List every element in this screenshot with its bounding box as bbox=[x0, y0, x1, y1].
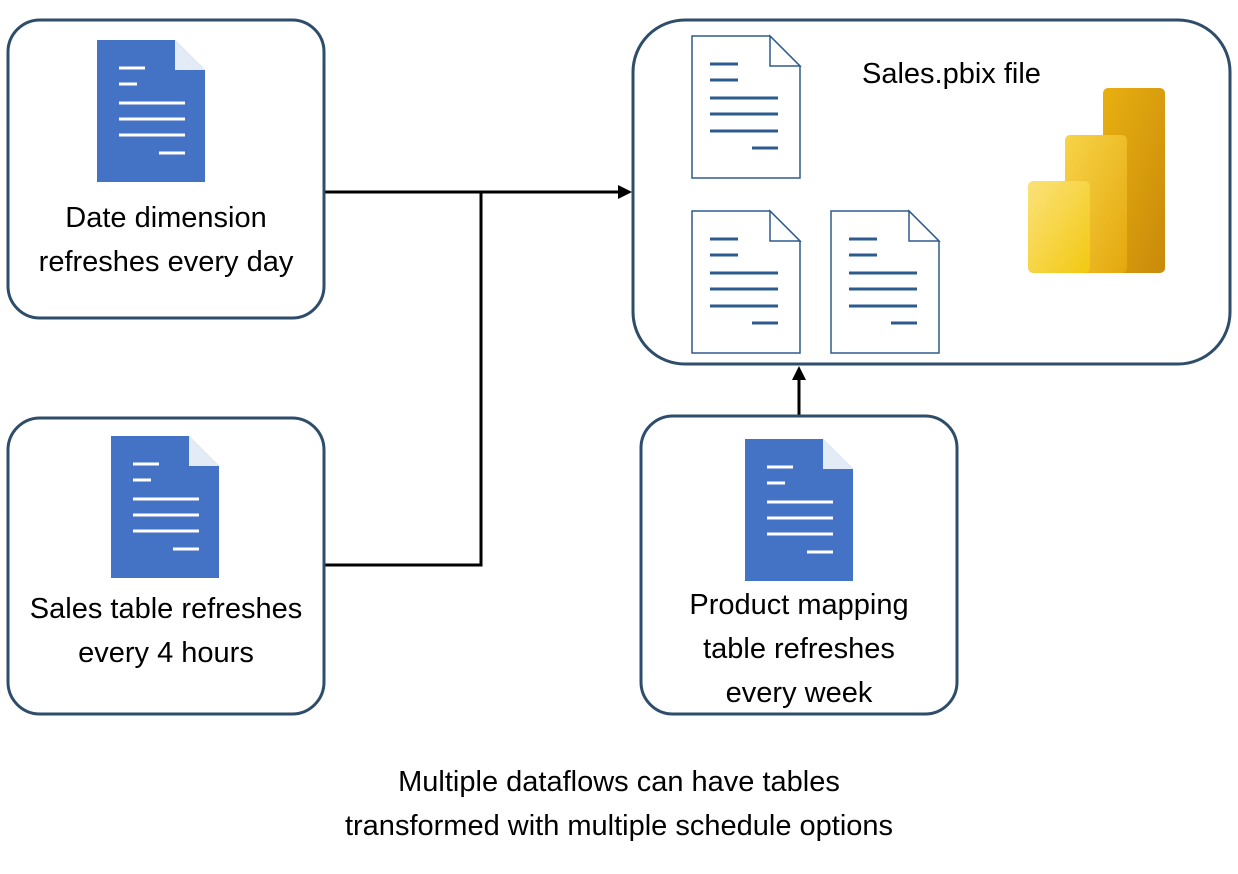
powerbi-logo-icon bbox=[1028, 88, 1165, 273]
document-icon bbox=[111, 436, 219, 578]
document-icon bbox=[97, 40, 205, 182]
arrowhead-up bbox=[792, 366, 806, 380]
date-dimension-label: Date dimension refreshes every day bbox=[38, 202, 294, 278]
document-icon bbox=[691, 34, 802, 179]
arrowhead-right bbox=[618, 185, 632, 199]
pbix-file-title: Sales.pbix file bbox=[862, 58, 1041, 90]
connector-sales-to-pbix bbox=[324, 192, 483, 567]
product-mapping-label: Product mapping table refreshes every we… bbox=[689, 589, 909, 709]
diagram-caption: Multiple dataflows can have tables trans… bbox=[344, 766, 894, 842]
document-icon bbox=[830, 209, 941, 354]
document-icon bbox=[691, 209, 802, 354]
sales-table-label: Sales table refreshes every 4 hours bbox=[29, 593, 303, 669]
connectors bbox=[324, 190, 801, 567]
document-icon bbox=[745, 439, 853, 581]
